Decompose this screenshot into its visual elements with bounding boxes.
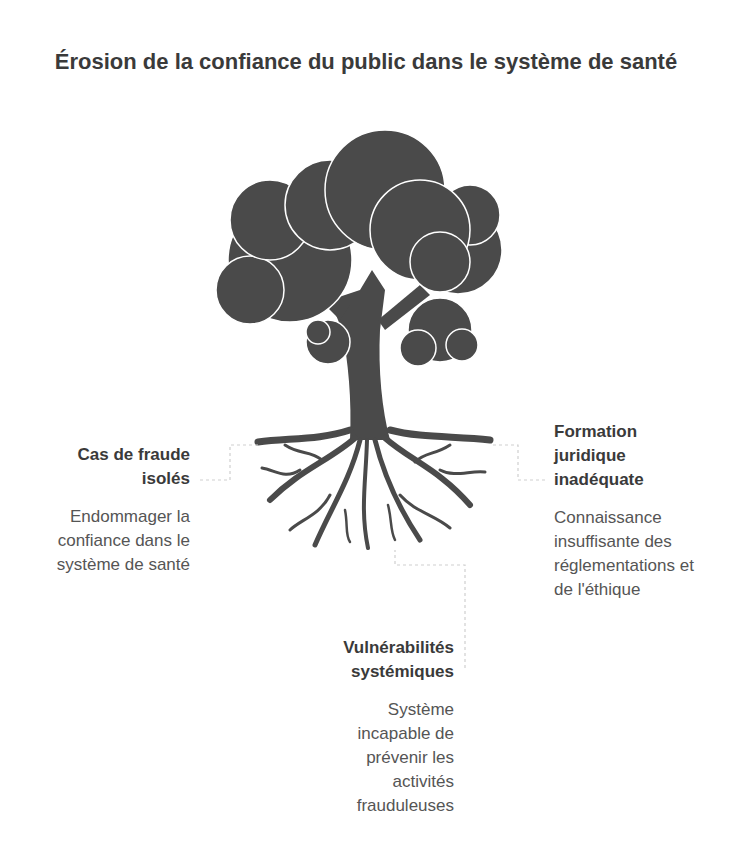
leader-line: [200, 445, 545, 668]
text-node: Cas de fraude isolésEndommager la confia…: [40, 443, 190, 577]
node-heading: Formation juridique inadéquate: [554, 420, 664, 492]
diagram-title: Érosion de la confiance du public dans l…: [40, 46, 692, 77]
text-node: Vulnérabilités systémiquesSystème incapa…: [324, 636, 454, 818]
node-heading: Vulnérabilités systémiques: [324, 636, 454, 684]
node-body: Système incapable de prévenir les activi…: [332, 698, 454, 818]
node-body: Connaissance insuffisante des réglementa…: [554, 506, 706, 602]
node-body: Endommager la confiance dans le système …: [40, 505, 190, 577]
node-heading: Cas de fraude isolés: [60, 443, 190, 491]
text-node: Formation juridique inadéquateConnaissan…: [554, 420, 706, 602]
